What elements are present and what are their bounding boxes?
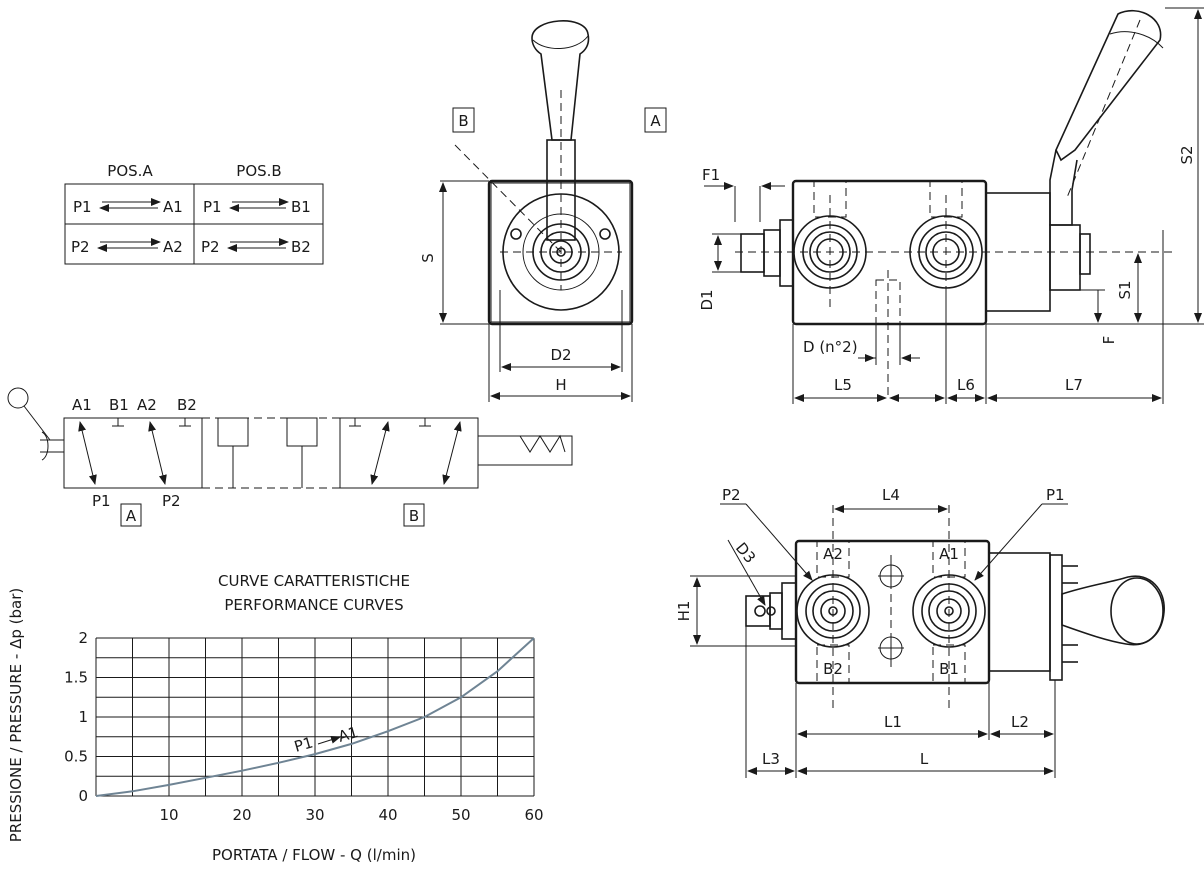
y-tick-label: 0.5 bbox=[64, 748, 88, 766]
y-tick-label: 0 bbox=[78, 787, 88, 805]
series-line-p1-a1 bbox=[95, 637, 535, 797]
schematic-label-p1: P1 bbox=[92, 492, 111, 510]
x-tick-label: 10 bbox=[159, 806, 178, 824]
chart-grid bbox=[95, 637, 535, 797]
chart-x-axis-label: PORTATA / FLOW - Q (l/min) bbox=[212, 846, 416, 864]
schematic-label-a1: A1 bbox=[72, 396, 92, 414]
series-label-p1: P1 bbox=[292, 733, 315, 755]
front-view: B A S D2 H bbox=[419, 20, 667, 402]
side-view: F1 D1 D (n°2) L5 L6 L7 S1 F S2 bbox=[698, 7, 1204, 404]
port-label-a1: A1 bbox=[939, 545, 959, 563]
chart-subtitle: PERFORMANCE CURVES bbox=[224, 596, 403, 614]
y-tick-label: 1 bbox=[78, 708, 88, 726]
schematic-position-a: A bbox=[126, 507, 137, 525]
y-tick-label: 2 bbox=[78, 629, 88, 647]
table-header-pos-b: POS.B bbox=[236, 162, 281, 180]
dim-l4: L4 bbox=[882, 486, 900, 504]
port-label-b1: B1 bbox=[939, 660, 959, 678]
port-label-a2: A2 bbox=[823, 545, 843, 563]
chart-series bbox=[95, 637, 535, 797]
dim-s1: S1 bbox=[1116, 280, 1134, 299]
dim-l6: L6 bbox=[957, 376, 975, 394]
dim-d1: D1 bbox=[698, 289, 716, 310]
dim-h: H bbox=[555, 376, 566, 394]
schematic-position-b: B bbox=[409, 507, 419, 525]
table-cell-r2-c3: P2 bbox=[201, 238, 220, 256]
chart-x-ticks: 10 20 30 40 50 60 bbox=[159, 806, 543, 824]
schematic-label-b1: B1 bbox=[109, 396, 129, 414]
dim-l5: L5 bbox=[834, 376, 852, 394]
x-tick-label: 30 bbox=[305, 806, 324, 824]
view-label-a: A bbox=[650, 112, 661, 130]
dim-l3: L3 bbox=[762, 750, 780, 768]
y-tick-label: 1.5 bbox=[64, 669, 88, 687]
chart-y-ticks: 0 0.5 1 1.5 2 bbox=[64, 629, 88, 805]
top-view: A2 A1 B2 B1 P2 P1 D3 L4 H1 L1 L2 L3 L bbox=[675, 486, 1165, 778]
x-tick-label: 60 bbox=[524, 806, 543, 824]
dim-f: F bbox=[1100, 336, 1118, 345]
schematic-label-a2: A2 bbox=[137, 396, 157, 414]
table-cell-r1-c1: P1 bbox=[73, 198, 92, 216]
table-header-pos-a: POS.A bbox=[107, 162, 153, 180]
series-label-a1: A1 bbox=[336, 723, 360, 746]
hydraulic-schematic: A1 B1 A2 B2 P1 P2 A B bbox=[7, 387, 573, 527]
dim-d3: D3 bbox=[732, 539, 759, 567]
position-table: POS.A POS.B P1 A1 P1 B1 P2 A2 P2 B2 bbox=[64, 162, 324, 265]
dim-s: S bbox=[419, 253, 437, 263]
dim-d2: D2 bbox=[550, 346, 571, 364]
schematic-label-b2: B2 bbox=[177, 396, 197, 414]
table-cell-r2-c1: P2 bbox=[71, 238, 90, 256]
port-label-b2: B2 bbox=[823, 660, 843, 678]
dim-l2: L2 bbox=[1011, 713, 1029, 731]
series-annotation: P1 A1 bbox=[292, 723, 360, 756]
view-label-b: B bbox=[458, 112, 468, 130]
chart-title: CURVE CARATTERISTICHE bbox=[218, 572, 410, 590]
performance-chart: CURVE CARATTERISTICHE PERFORMANCE CURVES… bbox=[7, 572, 544, 864]
table-cell-r1-c2: A1 bbox=[163, 198, 183, 216]
dim-l1: L1 bbox=[884, 713, 902, 731]
table-cell-r2-c4: B2 bbox=[291, 238, 311, 256]
chart-y-axis-label: PRESSIONE / PRESSURE - Δp (bar) bbox=[7, 588, 25, 842]
dim-f1: F1 bbox=[702, 166, 720, 184]
dim-l7: L7 bbox=[1065, 376, 1083, 394]
port-label-p2: P2 bbox=[722, 486, 741, 504]
dim-d-n2: D (n°2) bbox=[803, 338, 858, 356]
table-cell-r1-c4: B1 bbox=[291, 198, 311, 216]
dim-l: L bbox=[920, 750, 929, 768]
dim-h1: H1 bbox=[675, 601, 693, 622]
table-cell-r2-c2: A2 bbox=[163, 238, 183, 256]
table-cell-r1-c3: P1 bbox=[203, 198, 222, 216]
dim-s2: S2 bbox=[1178, 145, 1196, 164]
x-tick-label: 50 bbox=[451, 806, 470, 824]
port-label-p1: P1 bbox=[1046, 486, 1065, 504]
x-tick-label: 20 bbox=[232, 806, 251, 824]
schematic-label-p2: P2 bbox=[162, 492, 181, 510]
x-tick-label: 40 bbox=[378, 806, 397, 824]
